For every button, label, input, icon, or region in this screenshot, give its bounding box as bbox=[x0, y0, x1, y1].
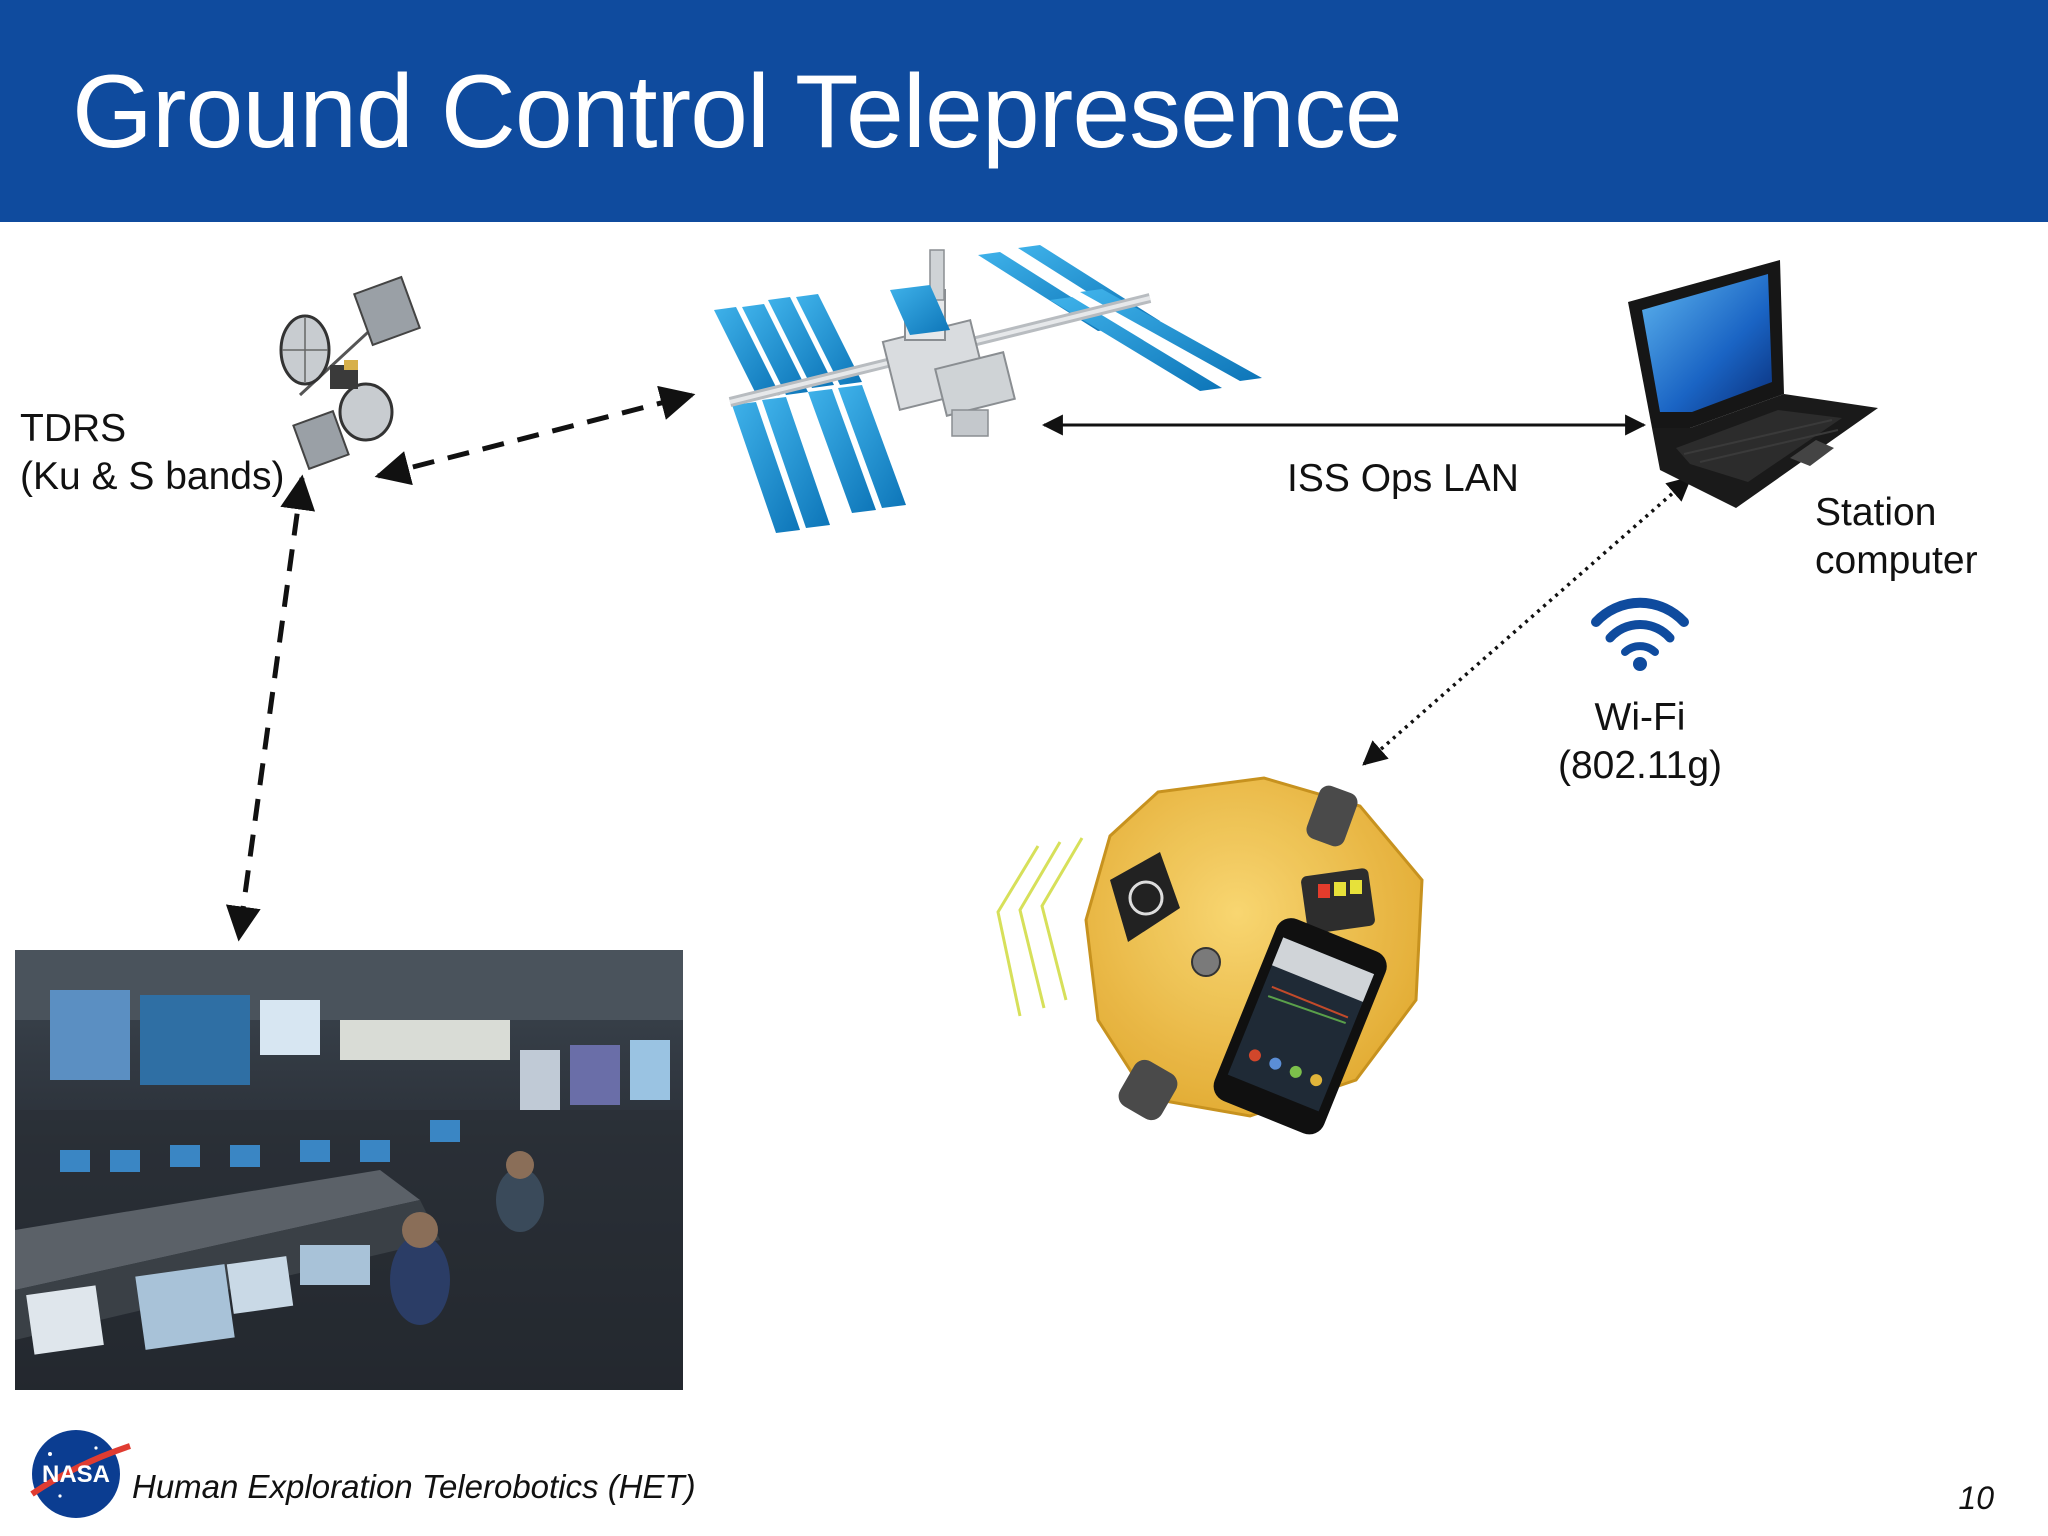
station-computer-line2: computer bbox=[1815, 539, 1978, 582]
wifi-link bbox=[1362, 476, 1692, 766]
tdrs-label-line1: TDRS bbox=[20, 407, 127, 450]
laptop-icon bbox=[1628, 260, 1878, 508]
wifi-icon bbox=[1591, 597, 1689, 671]
mission-control-photo bbox=[15, 950, 683, 1390]
telepresence-diagram bbox=[15, 245, 1878, 1390]
wifi-label-line2: (802.11g) bbox=[1557, 744, 1723, 787]
tdrs-label-line2: (Ku & S bands) bbox=[20, 455, 285, 498]
footer-text: Human Exploration Telerobotics (HET) bbox=[132, 1468, 696, 1505]
nasa-logo: NASA bbox=[30, 1430, 131, 1518]
tdrs-ground-link bbox=[225, 474, 316, 942]
motion-lines bbox=[996, 837, 1084, 1017]
tdrs-iss-link bbox=[374, 385, 696, 486]
wifi-label-line1: Wi-Fi bbox=[1594, 696, 1686, 739]
iss-lan-label: ISS Ops LAN bbox=[1287, 455, 1519, 503]
wifi-label: Wi-Fi (802.11g) bbox=[1554, 694, 1726, 790]
slide-title: Ground Control Telepresence bbox=[72, 54, 1403, 170]
station-computer-label: Station computer bbox=[1815, 489, 1978, 585]
station-computer-line1: Station bbox=[1815, 491, 1937, 534]
title-bar: Ground Control Telepresence bbox=[0, 0, 2048, 222]
satellite-icon bbox=[279, 275, 422, 471]
page-number: 10 bbox=[1958, 1480, 1994, 1516]
spheres-robot-icon bbox=[1084, 776, 1424, 1135]
space-station-icon bbox=[714, 245, 1262, 533]
iss-lan-text: ISS Ops LAN bbox=[1287, 457, 1519, 500]
svg-text:NASA: NASA bbox=[42, 1461, 110, 1488]
tdrs-label: TDRS (Ku & S bands) bbox=[20, 405, 284, 501]
